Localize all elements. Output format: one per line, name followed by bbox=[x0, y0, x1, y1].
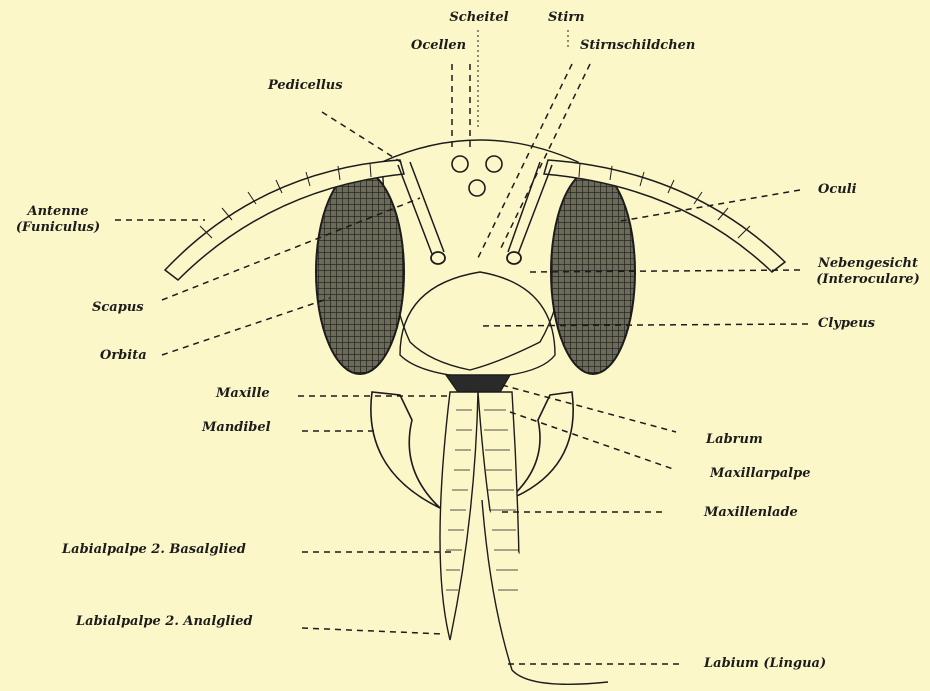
leader-ocellen bbox=[452, 64, 470, 150]
leader-pedicellus bbox=[322, 112, 404, 164]
leader-maxillarpalpe bbox=[510, 412, 676, 470]
label-ocellen: Ocellen bbox=[411, 38, 466, 54]
label-maxillenlade: Maxillenlade bbox=[704, 505, 798, 521]
leader-orbita bbox=[162, 298, 330, 355]
left-compound-eye bbox=[316, 170, 404, 374]
right-antenna-socket bbox=[507, 252, 521, 264]
left-mandible bbox=[371, 392, 440, 508]
label-scheitel: Scheitel bbox=[446, 10, 512, 26]
label-antenne-line1: Antenne bbox=[8, 204, 108, 220]
label-mandibel: Mandibel bbox=[202, 420, 271, 436]
label-scapus: Scapus bbox=[92, 300, 144, 316]
leader-analglied bbox=[302, 628, 444, 634]
ocellus-1 bbox=[452, 156, 468, 172]
label-labialpalpe-basalglied: Labialpalpe 2. Basalglied bbox=[62, 542, 246, 558]
leader-clypeus bbox=[478, 324, 808, 326]
ocellus-2 bbox=[486, 156, 502, 172]
label-orbita: Orbita bbox=[100, 348, 147, 364]
label-nebengesicht-line2: (Interoculare) bbox=[808, 272, 928, 288]
label-nebengesicht-line1: Nebengesicht bbox=[808, 256, 928, 272]
labrum-plate bbox=[446, 375, 510, 392]
left-maxilla bbox=[440, 392, 478, 640]
label-pedicellus: Pedicellus bbox=[268, 78, 343, 94]
ocellus-3 bbox=[469, 180, 485, 196]
label-maxille: Maxille bbox=[216, 386, 270, 402]
label-clypeus: Clypeus bbox=[818, 316, 875, 332]
label-antenne-line2: (Funiculus) bbox=[8, 220, 108, 236]
label-oculi: Oculi bbox=[818, 182, 857, 198]
label-maxillarpalpe: Maxillarpalpe bbox=[710, 466, 810, 482]
leader-labrum bbox=[502, 385, 676, 432]
label-labium: Labium (Lingua) bbox=[704, 656, 826, 672]
labium-tongue bbox=[482, 500, 608, 684]
label-stirnschildchen: Stirnschildchen bbox=[580, 38, 695, 54]
label-labialpalpe-analglied: Labialpalpe 2. Analglied bbox=[76, 614, 253, 630]
right-mandible bbox=[508, 392, 573, 500]
label-stirn: Stirn bbox=[548, 10, 585, 26]
label-labrum: Labrum bbox=[706, 432, 763, 448]
left-antenna-socket bbox=[431, 252, 445, 264]
